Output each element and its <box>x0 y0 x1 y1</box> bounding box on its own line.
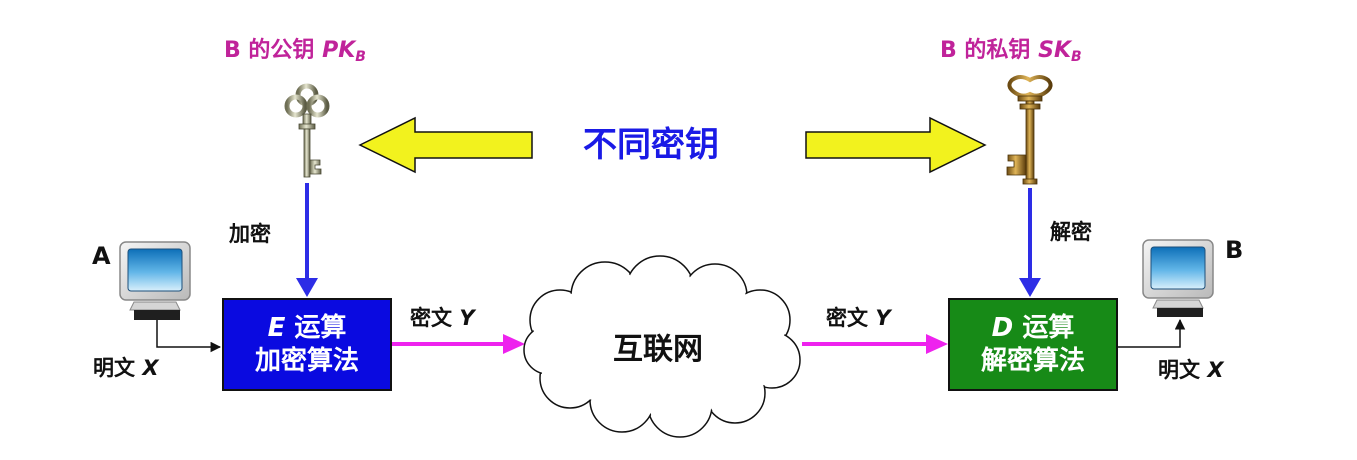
encrypt-key-arrowhead <box>296 278 318 297</box>
private-key-label: B 的私钥 SKB <box>940 38 1082 65</box>
cipher-arrow-left-head <box>503 334 525 354</box>
public-key-icon <box>284 83 330 178</box>
encrypt-box-line1: E 运算 <box>267 313 347 343</box>
decrypt-algorithm-box: D 运算 解密算法 <box>948 298 1118 391</box>
left-yellow-arrow <box>358 116 533 174</box>
party-a-label: A <box>92 242 111 270</box>
encrypt-label: 加密 <box>229 222 271 246</box>
decrypt-label: 解密 <box>1050 220 1092 244</box>
plaintext-left-label: 明文 X <box>93 356 159 380</box>
ciphertext-right-label: 密文 Y <box>826 306 891 330</box>
ciphertext-left-label: 密文 Y <box>410 306 475 330</box>
party-b-label: B <box>1225 236 1244 264</box>
internet-label: 互联网 <box>613 332 703 367</box>
internet-cloud-fill <box>525 257 799 436</box>
computer-b-icon <box>1142 239 1214 317</box>
encrypt-algorithm-box: E 运算 加密算法 <box>222 298 392 391</box>
different-keys-label: 不同密钥 <box>583 125 719 165</box>
decrypt-key-arrowhead <box>1019 278 1041 297</box>
private-key-icon <box>1006 75 1053 185</box>
cipher-arrow-right-head <box>926 334 948 354</box>
plaintext-right-label: 明文 X <box>1158 358 1224 382</box>
computer-a-icon <box>119 241 191 320</box>
public-key-label: B 的公钥 PKB <box>224 38 366 65</box>
decrypt-box-line1: D 运算 <box>991 313 1075 343</box>
plaintext-right-connector <box>1118 318 1186 348</box>
plaintext-left-connector <box>156 320 222 353</box>
decrypt-box-line2: 解密算法 <box>980 345 1085 376</box>
right-yellow-arrow <box>805 116 987 174</box>
encrypt-box-line2: 加密算法 <box>254 345 359 376</box>
